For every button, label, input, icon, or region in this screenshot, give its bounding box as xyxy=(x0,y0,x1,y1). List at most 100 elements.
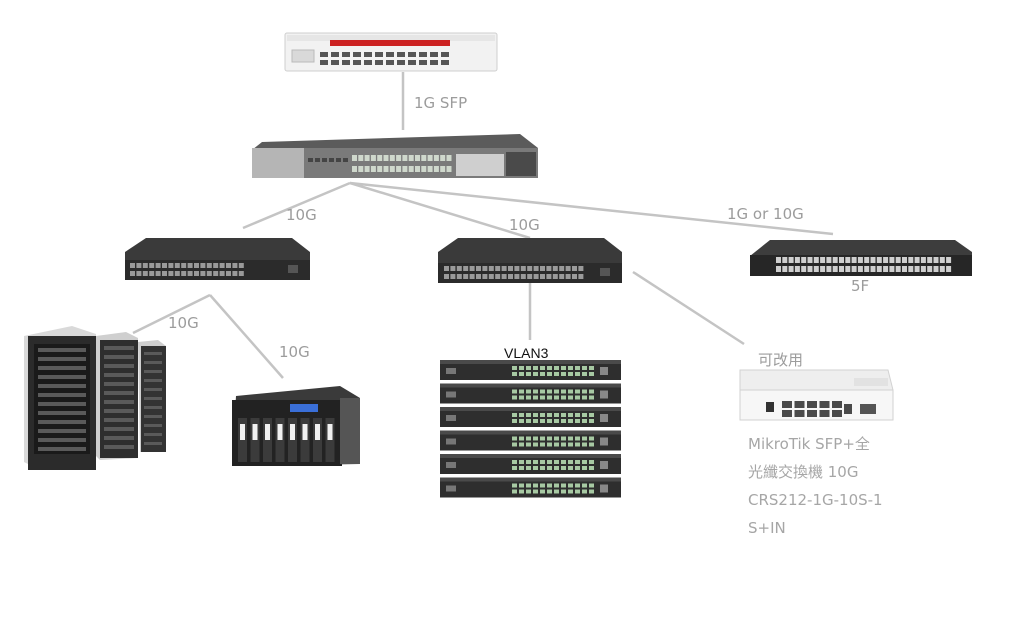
stack-switch-port xyxy=(589,389,594,394)
access-switch-2-device xyxy=(438,238,622,283)
stack-switch-port xyxy=(519,460,524,464)
stack-switch-port xyxy=(533,366,538,370)
stack-switch-port xyxy=(512,460,517,464)
rack-slot xyxy=(144,352,162,355)
access-switch-2-port xyxy=(533,274,539,279)
access-switch-2-port xyxy=(501,274,507,279)
mikrotik-caption: MikroTik SFP+全 光纖交換機 10G CRS212-1G-10S-1… xyxy=(748,430,908,542)
stack-switch-port xyxy=(568,489,573,494)
access-switch-1-port xyxy=(226,271,231,276)
access-switch-2-port xyxy=(469,274,475,279)
access-switch-1-port xyxy=(238,263,244,268)
access-switch-1-port xyxy=(213,271,219,276)
core-switch-port xyxy=(308,158,313,162)
floor-switch-port xyxy=(851,257,857,263)
floor-switch-port xyxy=(782,266,788,272)
rack-slot xyxy=(104,436,134,440)
core-switch-port xyxy=(364,166,370,172)
core-switch-port xyxy=(408,166,414,172)
firewall-port xyxy=(419,52,427,57)
core-switch-port xyxy=(389,166,395,172)
core-switch-port xyxy=(433,166,439,172)
core-switch-port xyxy=(377,155,383,161)
floor-switch-port xyxy=(826,257,832,263)
floor-switch-port xyxy=(914,257,920,263)
rack-slot xyxy=(104,373,134,377)
access-switch-1-port xyxy=(288,265,298,273)
floor-switch-port xyxy=(807,257,813,263)
core-switch-port xyxy=(421,155,427,161)
floor-switch-port xyxy=(801,257,807,263)
core-switch-port xyxy=(370,166,376,172)
stack-switch-port xyxy=(561,366,566,370)
stack-switch-port xyxy=(568,366,573,370)
stack-switch-port xyxy=(589,442,594,447)
stack-switch-port xyxy=(540,419,545,423)
access-switch-2-port xyxy=(600,268,610,276)
floor-switch-port xyxy=(788,257,794,263)
firewall-port xyxy=(408,60,416,65)
link-label-core-switch1: 10G xyxy=(286,206,317,224)
core-switch-device xyxy=(252,134,538,178)
access-switch-2-port xyxy=(514,274,520,279)
nas-bay xyxy=(302,424,308,440)
stack-switch-port xyxy=(568,395,573,400)
stack-switch-port xyxy=(526,483,531,488)
stack-switch-port xyxy=(533,395,538,400)
core-switch-port xyxy=(389,155,395,161)
access-switch-2-port xyxy=(527,274,533,279)
stack-switch-port xyxy=(561,483,566,488)
rack-slot xyxy=(38,366,86,370)
core-switch-port xyxy=(383,166,389,172)
stack-switch-port xyxy=(540,442,545,447)
floor-switch-port xyxy=(832,257,838,263)
floor-switch-label: 5F xyxy=(851,277,870,295)
firewall-port xyxy=(331,52,339,57)
stack-switch-port xyxy=(547,395,552,400)
access-switch-2-port xyxy=(463,274,469,279)
core-switch-port xyxy=(315,158,320,162)
stack-switch-unit xyxy=(446,391,456,398)
firewall-port xyxy=(342,52,350,57)
mikrotik-caption-line: 光纖交換機 10G xyxy=(748,463,859,481)
access-switch-2-port xyxy=(495,266,501,271)
floor-switch-port xyxy=(813,257,819,263)
stack-switch-port xyxy=(575,460,580,464)
link-core-switch2 xyxy=(349,181,531,240)
floor-switch-port xyxy=(826,266,832,272)
firewall-port xyxy=(331,60,339,65)
stack-switch-port xyxy=(512,366,517,370)
stack-switch-port xyxy=(554,366,559,370)
stack-switch-port xyxy=(589,366,594,370)
access-switch-1-port xyxy=(162,263,167,268)
stack-switch-port xyxy=(526,395,531,400)
floor-switch-port xyxy=(883,266,889,272)
rack-slot xyxy=(104,391,134,395)
access-switch-1-device xyxy=(125,238,310,280)
rack-slot xyxy=(144,406,162,409)
stack-switch-port xyxy=(526,372,531,376)
core-switch-port xyxy=(408,155,414,161)
stack-switch-port xyxy=(547,483,552,488)
rack-slot xyxy=(144,424,162,427)
access-switch-2-port xyxy=(578,266,584,271)
stack-switch-port xyxy=(540,460,545,464)
stack-switch-port xyxy=(526,489,531,494)
stack-switch-port xyxy=(526,413,531,417)
stack-switch-port xyxy=(512,442,517,447)
nas-bay xyxy=(315,424,320,440)
stack-switch-port xyxy=(561,436,566,441)
stack-switch-port xyxy=(582,466,587,470)
stack-switch-port xyxy=(568,466,573,470)
core-switch-port xyxy=(396,155,402,161)
firewall-port xyxy=(441,52,449,57)
stack-switch-port xyxy=(575,389,580,394)
stack-switch-port xyxy=(561,395,566,400)
access-switch-1-port xyxy=(174,271,180,276)
access-switch-1-port xyxy=(219,263,225,268)
stack-switch-port xyxy=(582,460,587,464)
stack-switch-unit xyxy=(440,454,621,458)
rack-slot xyxy=(38,348,86,352)
access-switch-2-port xyxy=(508,274,513,279)
